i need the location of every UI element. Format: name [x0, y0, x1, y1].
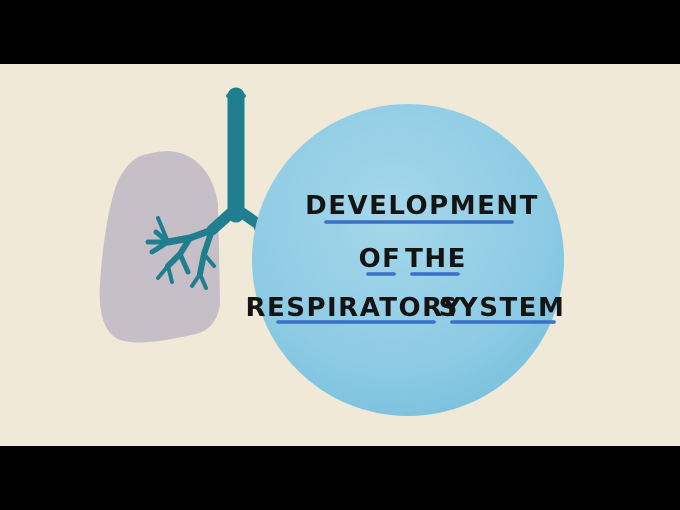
title-line-1: DEVELOPMENT [305, 191, 539, 221]
thumbnail-stage: DEVELOPMENT OF THE RESPIRATORY SYSTEM [0, 64, 680, 446]
title-word-system: SYSTEM [439, 293, 566, 323]
title-word-the: THE [405, 244, 467, 274]
title-word-of: OF [359, 244, 402, 274]
letterbox-top [0, 0, 680, 64]
illustration-svg: DEVELOPMENT OF THE RESPIRATORY SYSTEM [99, 87, 566, 416]
title-word-respiratory: RESPIRATORY [245, 293, 462, 323]
title-circle [252, 104, 564, 416]
letterbox-bottom [0, 446, 680, 510]
